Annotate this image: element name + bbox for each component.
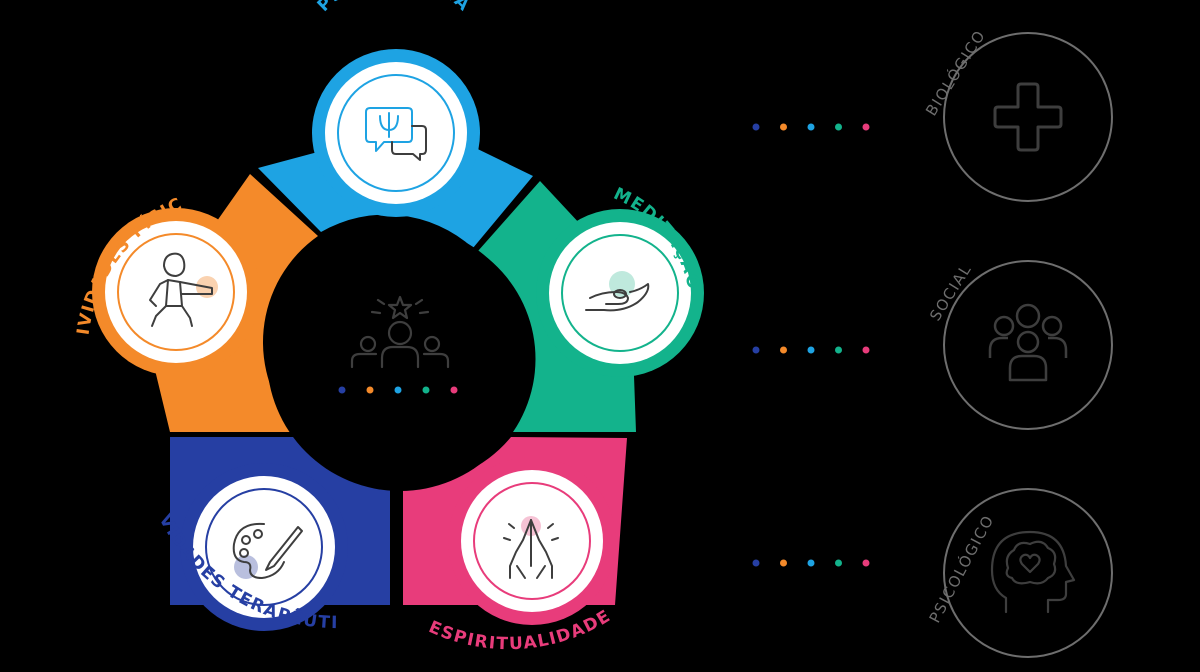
dimension-circle xyxy=(943,260,1113,430)
color-dot xyxy=(366,386,374,394)
color-dot xyxy=(752,123,760,131)
color-dot xyxy=(450,386,458,394)
dimension-psicologico: PSICOLÓGICO xyxy=(752,488,1113,658)
color-dot xyxy=(862,123,870,131)
color-dot xyxy=(835,123,842,131)
dimension-label: BIOLÓGICO xyxy=(921,26,989,119)
color-dot xyxy=(338,386,346,394)
color-dot xyxy=(780,559,787,567)
badge-atividades-terapeuticas xyxy=(180,463,348,631)
color-dot xyxy=(807,123,815,131)
head-brain-heart-icon xyxy=(990,530,1076,614)
meditation-hand-icon xyxy=(585,271,650,312)
badge-atividades-fisicas xyxy=(92,208,260,376)
center-circle xyxy=(267,225,533,491)
color-dot xyxy=(752,346,760,354)
color-dot xyxy=(752,559,760,567)
color-dot xyxy=(780,123,787,131)
color-dot xyxy=(780,346,787,354)
team-leader-star-icon xyxy=(350,295,450,369)
color-dot xyxy=(422,386,430,394)
dimension-label: PSICOLÓGICO xyxy=(925,511,998,626)
dimension-circle xyxy=(943,488,1113,658)
group-people-icon xyxy=(988,303,1068,382)
dimension-circle xyxy=(943,32,1113,202)
badge-meditacao xyxy=(536,209,704,377)
icon-circles xyxy=(92,49,704,631)
color-dot xyxy=(394,386,402,394)
dimension-dots xyxy=(752,346,870,354)
paint-palette-icon xyxy=(232,522,303,579)
exercise-person-icon xyxy=(149,252,218,327)
color-dot xyxy=(807,559,815,567)
color-dot xyxy=(807,346,815,354)
color-dot xyxy=(835,346,842,354)
dimensions: BIOLÓGICO SOCIAL PSICO xyxy=(752,26,1113,658)
dimension-biologico: BIOLÓGICO xyxy=(752,26,1113,202)
color-dot xyxy=(862,346,870,354)
label-psicoterapia: PSICOTERAPIA xyxy=(314,0,475,16)
dimension-dots xyxy=(752,123,870,131)
dimension-dots xyxy=(752,559,870,567)
badge-psicoterapia xyxy=(312,49,480,217)
dimension-social: SOCIAL xyxy=(752,260,1113,430)
color-dot xyxy=(862,559,870,567)
medical-cross-icon xyxy=(993,82,1063,152)
praying-hands-icon xyxy=(503,516,559,579)
center-hub xyxy=(267,225,533,491)
psi-speech-bubble-icon xyxy=(365,107,427,161)
color-dot xyxy=(835,559,842,567)
center-dots xyxy=(338,386,458,394)
badge-espiritualidade xyxy=(448,457,616,625)
